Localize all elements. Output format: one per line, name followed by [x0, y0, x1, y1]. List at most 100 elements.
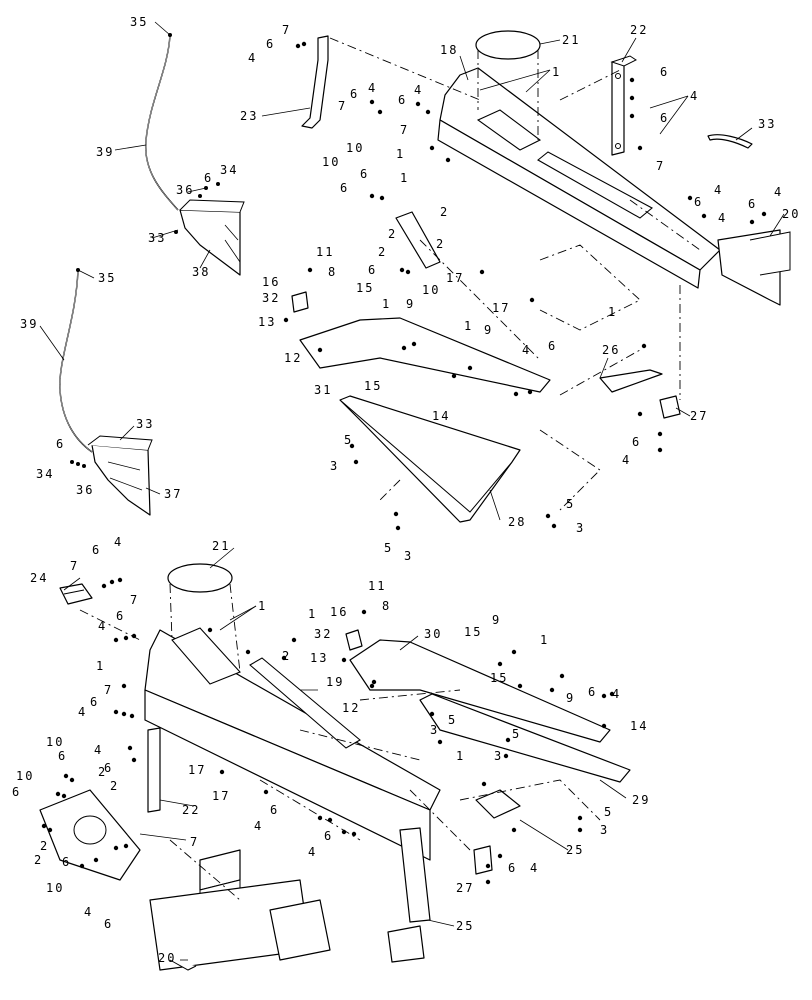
callout-2: 2 — [110, 779, 119, 793]
callout-10: 10 — [422, 283, 440, 297]
callout-38: 38 — [192, 265, 210, 279]
callout-6: 6 — [116, 609, 125, 623]
callout-25: 25 — [456, 919, 474, 933]
callout-4: 4 — [774, 185, 783, 199]
callout-3: 3 — [330, 459, 339, 473]
cover-21 — [475, 30, 541, 60]
callout-6: 6 — [12, 785, 21, 799]
callout-34: 34 — [36, 467, 54, 481]
callout-37: 37 — [164, 487, 182, 501]
callout-6: 6 — [360, 167, 369, 181]
callout-7: 7 — [338, 99, 347, 113]
callout-4: 4 — [98, 619, 107, 633]
callout-1: 1 — [308, 607, 317, 621]
callout-3: 3 — [430, 723, 439, 737]
bracket-27-lower — [473, 845, 493, 875]
bracket-26 — [599, 369, 663, 393]
callout-6: 6 — [324, 829, 333, 843]
callout-5: 5 — [566, 497, 575, 511]
callout-10: 10 — [46, 881, 64, 895]
callout-15: 15 — [464, 625, 482, 639]
callout-7: 7 — [104, 683, 113, 697]
callout-4: 4 — [114, 535, 123, 549]
plate-29 — [419, 693, 631, 783]
callout-27: 27 — [456, 881, 474, 895]
plate-31 — [299, 317, 551, 393]
callout-6: 6 — [508, 861, 517, 875]
callout-10: 10 — [346, 141, 364, 155]
callout-30: 30 — [424, 627, 442, 641]
callout-21: 21 — [562, 33, 580, 47]
callout-6: 6 — [90, 695, 99, 709]
callout-33: 33 — [758, 117, 776, 131]
callout-4: 4 — [622, 453, 631, 467]
pivot-32-upper — [291, 291, 309, 313]
callout-13: 13 — [258, 315, 276, 329]
callout-6: 6 — [204, 171, 213, 185]
callout-23: 23 — [240, 109, 258, 123]
callout-39: 39 — [96, 145, 114, 159]
callout-14: 14 — [630, 719, 648, 733]
callout-21: 21 — [212, 539, 230, 553]
callout-4: 4 — [690, 89, 699, 103]
callout-8: 8 — [382, 599, 391, 613]
callout-27: 27 — [690, 409, 708, 423]
callout-7: 7 — [70, 559, 79, 573]
callout-17: 17 — [212, 789, 230, 803]
callout-26: 26 — [602, 343, 620, 357]
leader-lines — [39, 21, 785, 961]
callout-15: 15 — [490, 671, 508, 685]
callout-2: 2 — [34, 853, 43, 867]
callout-34: 34 — [220, 163, 238, 177]
callout-7: 7 — [190, 835, 199, 849]
callout-1: 1 — [608, 305, 617, 319]
wedge-25 — [475, 789, 521, 819]
callout-24: 24 — [30, 571, 48, 585]
callout-1: 1 — [400, 171, 409, 185]
callout-1: 1 — [258, 599, 267, 613]
callout-25: 25 — [566, 843, 584, 857]
callout-35: 35 — [98, 271, 116, 285]
callout-4: 4 — [714, 183, 723, 197]
callout-6: 6 — [398, 93, 407, 107]
callout-3: 3 — [600, 823, 609, 837]
hinge-upper — [395, 211, 441, 269]
callout-4: 4 — [94, 743, 103, 757]
cable-assembly-upper — [144, 33, 245, 276]
bracket-22-lower — [147, 727, 161, 813]
callout-11: 11 — [368, 579, 386, 593]
callout-6: 6 — [588, 685, 597, 699]
callout-6: 6 — [368, 263, 377, 277]
callout-20: 20 — [782, 207, 800, 221]
callout-1: 1 — [552, 65, 561, 79]
callout-12: 12 — [342, 701, 360, 715]
callout-9: 9 — [566, 691, 575, 705]
callout-28: 28 — [508, 515, 526, 529]
callout-2: 2 — [388, 227, 397, 241]
callout-4: 4 — [522, 343, 531, 357]
callout-9: 9 — [492, 613, 501, 627]
callout-9: 9 — [406, 297, 415, 311]
callout-6: 6 — [660, 65, 669, 79]
callout-36: 36 — [176, 183, 194, 197]
callout-20: 20 — [158, 951, 176, 965]
callout-19: 19 — [326, 675, 344, 689]
callout-3: 3 — [494, 749, 503, 763]
cable-assembly-lower — [59, 268, 153, 516]
callout-4: 4 — [254, 819, 263, 833]
callout-4: 4 — [84, 905, 93, 919]
callout-7: 7 — [400, 123, 409, 137]
pivot-32-lower — [345, 629, 363, 651]
callout-7: 7 — [282, 23, 291, 37]
callout-4: 4 — [308, 845, 317, 859]
callout-6: 6 — [350, 87, 359, 101]
callout-6: 6 — [548, 339, 557, 353]
callout-15: 15 — [356, 281, 374, 295]
callout-6: 6 — [104, 917, 113, 931]
callout-12: 12 — [284, 351, 302, 365]
callout-7: 7 — [130, 593, 139, 607]
arm-23 — [301, 35, 329, 129]
callout-labels: 35 39 36 6 34 33 38 35 39 33 6 34 36 37 … — [12, 15, 800, 965]
callout-16: 16 — [330, 605, 348, 619]
callout-1: 1 — [396, 147, 405, 161]
